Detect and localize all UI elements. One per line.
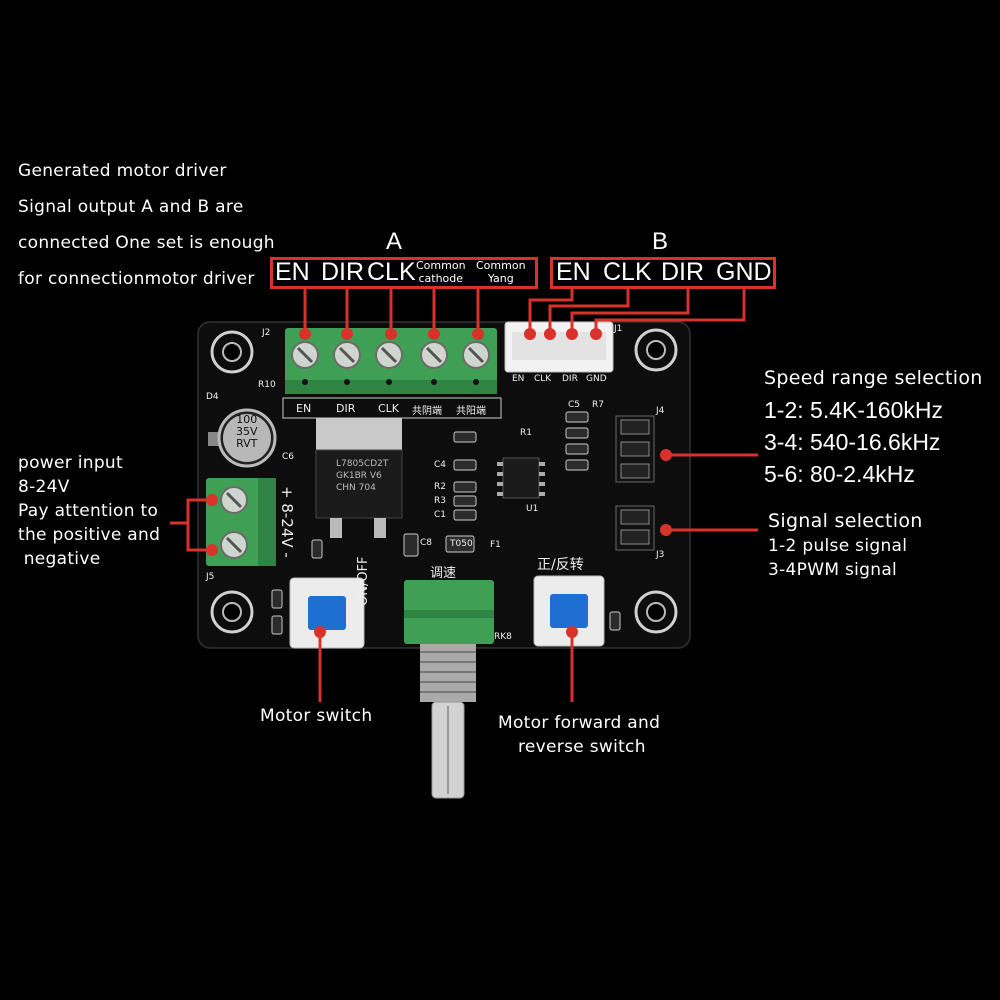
- speed-range-item-2: 3-4: 540-16.6kHz: [764, 429, 941, 455]
- ref-j3: J3: [656, 550, 665, 560]
- speed-range-item-3: 5-6: 80-2.4kHz: [764, 461, 915, 487]
- pcb-label-dir: DIR: [336, 402, 356, 415]
- top-note-line-3: connected One set is enough: [18, 233, 275, 253]
- ref-t050: T050: [450, 539, 473, 549]
- pcb-direction-label: 正/反转: [537, 557, 584, 573]
- ref-j2: J2: [262, 328, 271, 338]
- signal-selection-item-1: 1-2 pulse signal: [768, 536, 908, 556]
- power-line-4: the positive and: [18, 525, 161, 545]
- forward-reverse-label-2: reverse switch: [518, 737, 646, 757]
- ref-r10: R10: [258, 380, 276, 390]
- ref-j1: J1: [614, 324, 623, 334]
- forward-reverse-label-1: Motor forward and: [498, 713, 661, 733]
- connector-a-pin-clk: CLK: [367, 258, 416, 286]
- connector-b-pin-gnd: GND: [716, 258, 772, 286]
- top-note-line-2: Signal output A and B are: [18, 197, 244, 217]
- capacitor: [208, 408, 277, 468]
- callout-lines: [170, 289, 758, 702]
- motor-switch-button: [289, 577, 365, 649]
- top-note-line-4: for connectionmotor driver: [18, 269, 255, 289]
- ref-j5: J5: [206, 572, 215, 582]
- ref-d4: D4: [206, 392, 219, 402]
- callout-dots: [206, 328, 672, 638]
- ref-c6: C6: [282, 452, 295, 462]
- signal-selection-item-2: 3-4PWM signal: [768, 560, 898, 580]
- power-line-2: 8-24V: [18, 477, 70, 497]
- speed-jumper-header: [615, 415, 655, 483]
- connector-b-box: [550, 257, 776, 289]
- pcb-header-dir: DIR: [562, 374, 578, 384]
- connector-a-title: A: [386, 228, 403, 255]
- pcb-header-en: EN: [512, 374, 525, 384]
- forward-reverse-button: [533, 575, 605, 647]
- speed-range-item-1: 1-2: 5.4K-160kHz: [764, 397, 943, 423]
- ref-r7: R7: [592, 400, 604, 410]
- ref-r1: R1: [520, 428, 532, 438]
- terminal-block-a: [285, 328, 497, 394]
- pcb-speed-label: 调速: [430, 566, 457, 581]
- mounting-holes: [210, 328, 678, 634]
- connector-b-title: B: [652, 228, 669, 255]
- ic-chip: [502, 457, 540, 499]
- pcb-label-common-anode: 共阳端: [456, 406, 486, 417]
- pcb-power-label: + 8-24V -: [278, 486, 296, 558]
- pcb-label-common-cathode: 共阴端: [412, 406, 442, 417]
- signal-jumper-header: [615, 505, 655, 551]
- signal-selection-title: Signal selection: [768, 510, 923, 532]
- top-note-line-1: Generated motor driver: [18, 161, 227, 181]
- connector-a-pin-en: EN: [275, 258, 310, 286]
- ref-c8: C8: [420, 538, 433, 548]
- ref-r3: R3: [434, 496, 446, 506]
- connector-b-pin-en: EN: [556, 258, 591, 286]
- pcb-label-en: EN: [296, 402, 312, 415]
- connector-a-pin-dir: DIR: [321, 258, 365, 286]
- pcb-header-clk: CLK: [534, 374, 552, 384]
- ref-j4: J4: [656, 406, 665, 416]
- ref-r2: R2: [434, 482, 446, 492]
- ref-c5: C5: [568, 400, 581, 410]
- voltage-regulator: [315, 418, 403, 538]
- pcb-header-gnd: GND: [586, 374, 607, 384]
- pcb-label-clk: CLK: [378, 402, 400, 415]
- pcb-onoff-label: ON/OFF: [356, 556, 371, 606]
- speed-potentiometer: [404, 580, 494, 799]
- power-terminal: [206, 478, 276, 566]
- connector-b-pin-dir: DIR: [661, 258, 705, 286]
- power-line-3: Pay attention to: [18, 501, 159, 521]
- ref-rk8: RK8: [494, 632, 512, 642]
- connector-a-box: [270, 257, 538, 289]
- ref-u1: U1: [526, 504, 539, 514]
- power-line-1: power input: [18, 453, 123, 473]
- ref-c4: C4: [434, 460, 447, 470]
- connector-b-pin-clk: CLK: [603, 258, 652, 286]
- speed-range-title: Speed range selection: [764, 367, 983, 389]
- ref-c1: C1: [434, 510, 447, 520]
- motor-switch-label: Motor switch: [260, 706, 373, 726]
- power-line-5: negative: [18, 549, 101, 569]
- ref-f1: F1: [490, 540, 501, 550]
